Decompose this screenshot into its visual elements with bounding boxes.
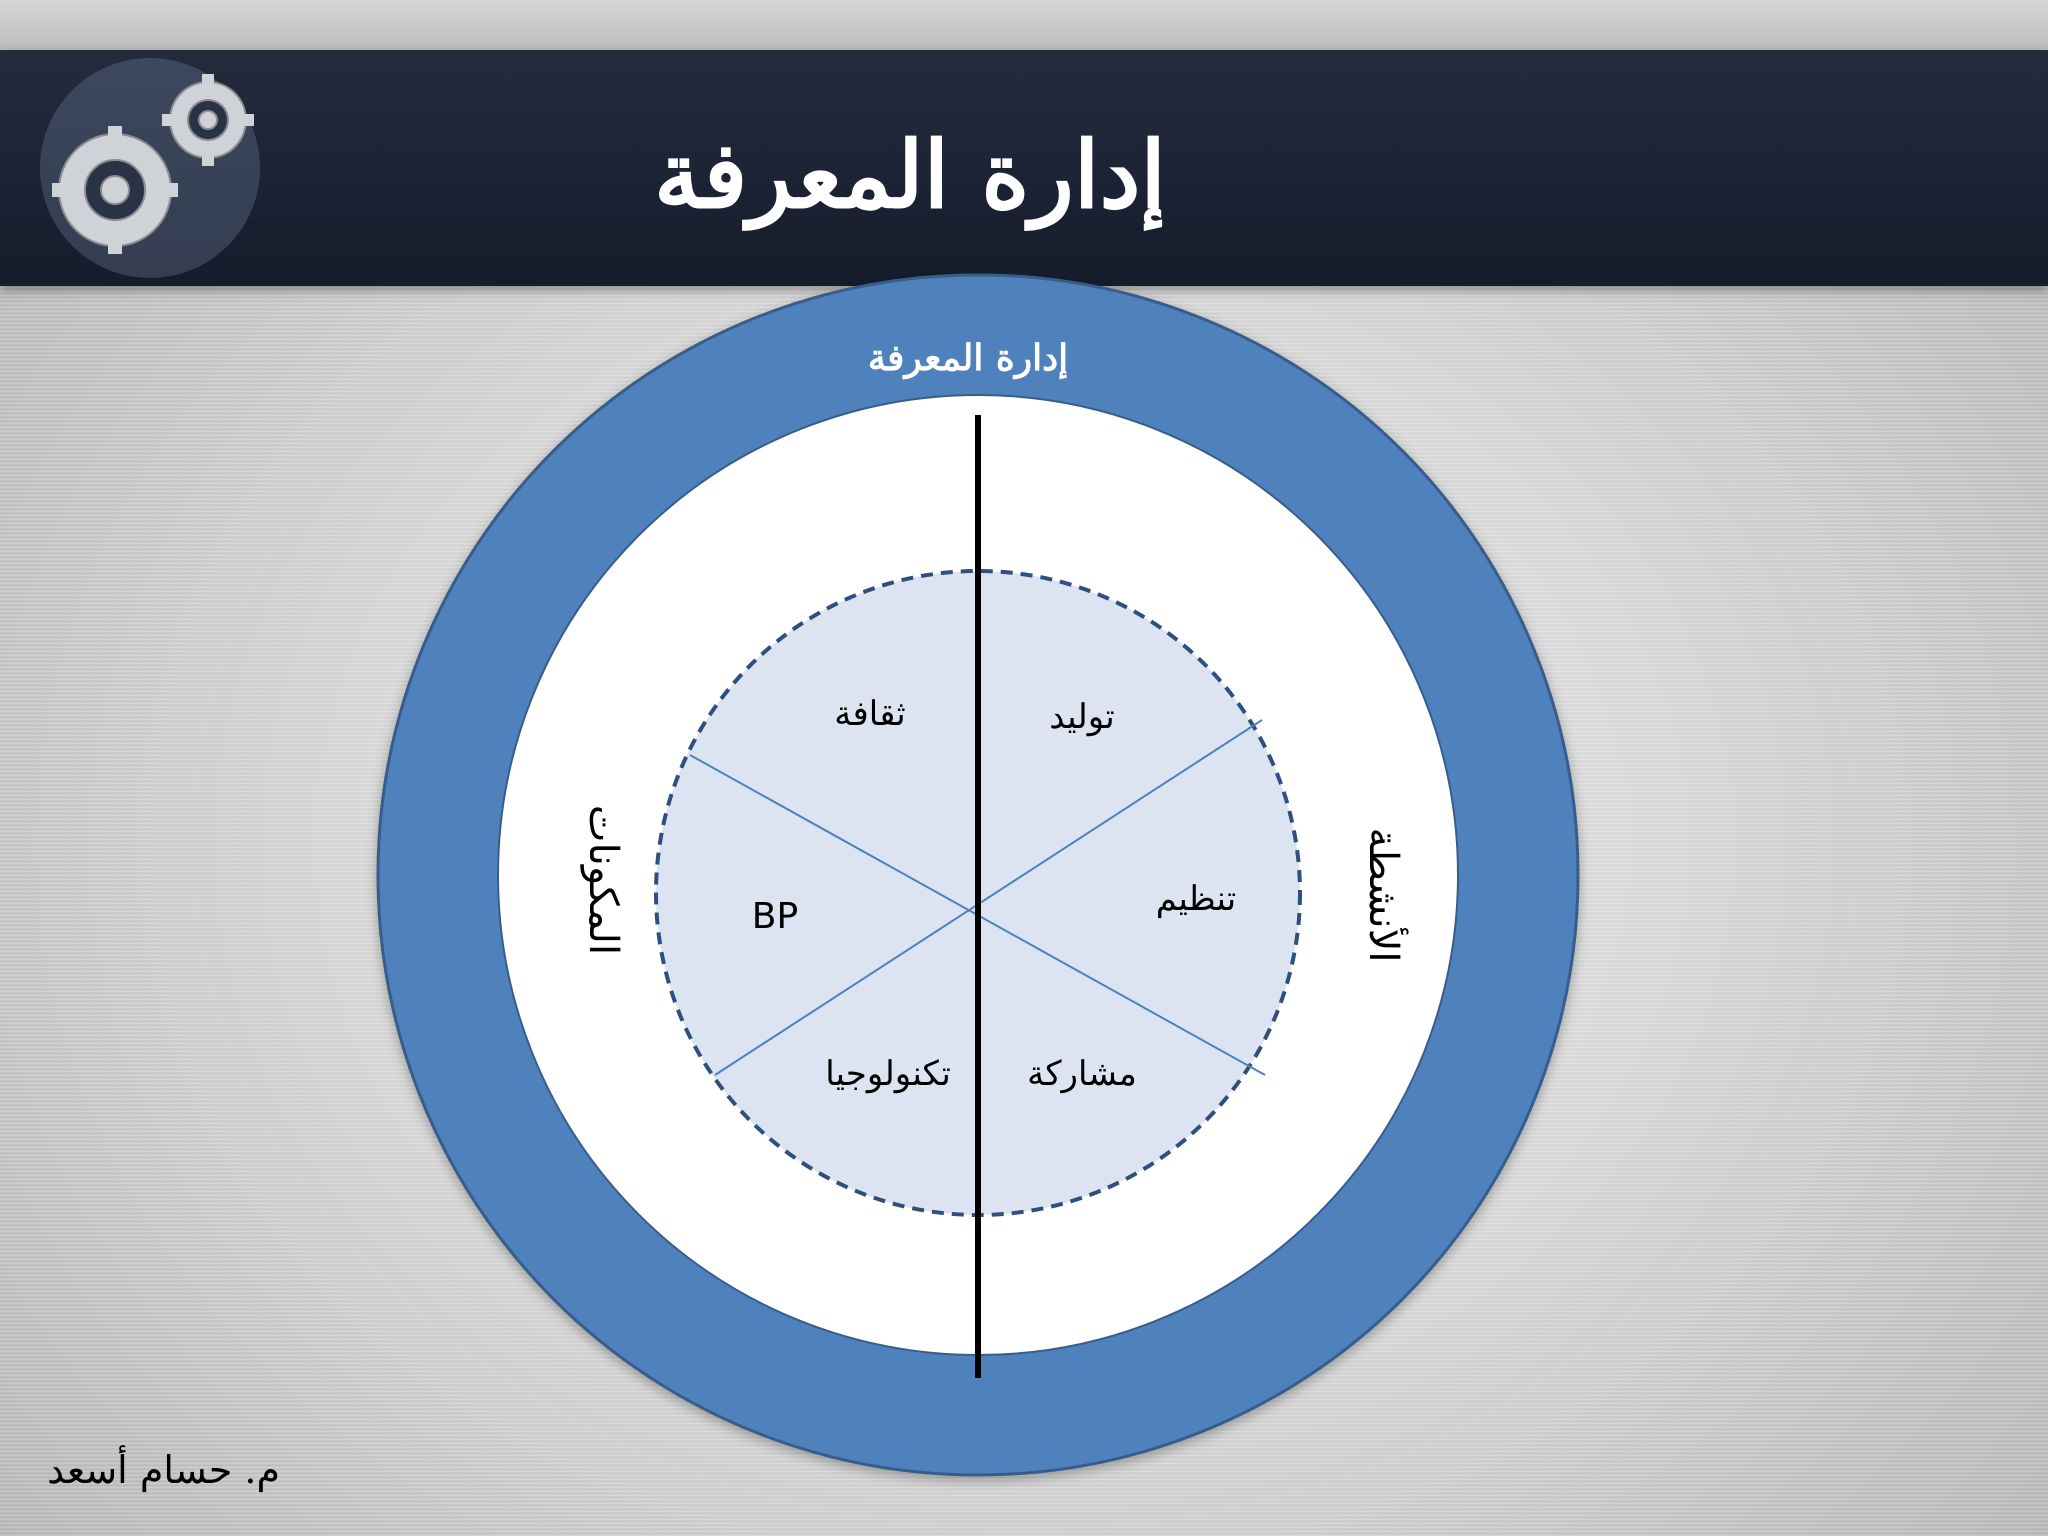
segment-label-generation: توليد: [1049, 697, 1115, 737]
outer-ring-label: إدارة المعرفة: [868, 337, 1068, 380]
title-bar: [0, 50, 2048, 286]
right-label-activities: الأنشطة: [1360, 828, 1409, 963]
top-strip: [0, 0, 2048, 50]
segment-label-organization: تنظيم: [1156, 879, 1237, 919]
page-title: إدارة المعرفة: [654, 121, 1166, 229]
divider-line-2: [714, 719, 1263, 1076]
segment-label-bp: BP: [752, 896, 798, 937]
gears-logo-icon: [40, 58, 260, 278]
author-name: م. حسام أسعد: [47, 1448, 280, 1492]
segment-label-culture: ثقافة: [834, 694, 906, 734]
left-label-components: المكونات: [580, 805, 626, 955]
segment-label-sharing: مشاركة: [1027, 1054, 1137, 1094]
segment-label-technology: تكنولوجيا: [825, 1054, 951, 1094]
